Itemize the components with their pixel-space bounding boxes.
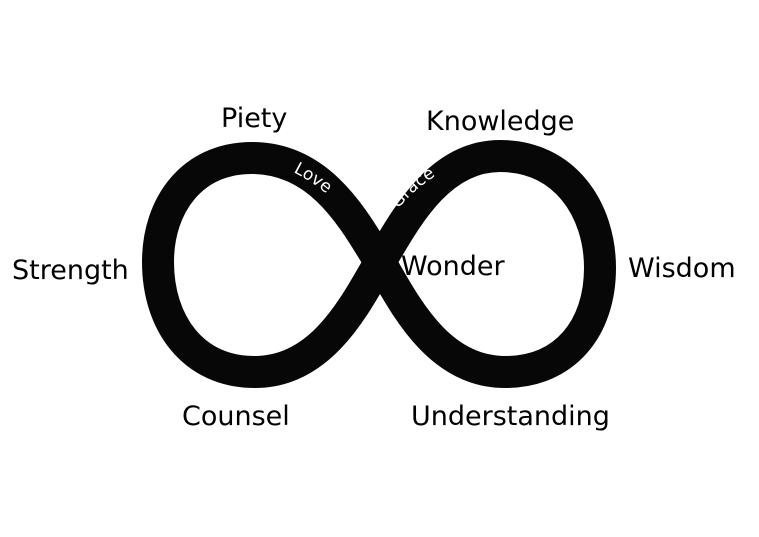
- label-understanding: Understanding: [411, 401, 610, 432]
- label-wisdom: Wisdom: [628, 253, 736, 284]
- label-strength: Strength: [12, 255, 129, 286]
- label-piety: Piety: [221, 103, 287, 134]
- infinity-loop: [142, 140, 616, 388]
- label-counsel: Counsel: [182, 401, 290, 432]
- label-knowledge: Knowledge: [426, 106, 574, 137]
- label-wonder: Wonder: [401, 251, 505, 282]
